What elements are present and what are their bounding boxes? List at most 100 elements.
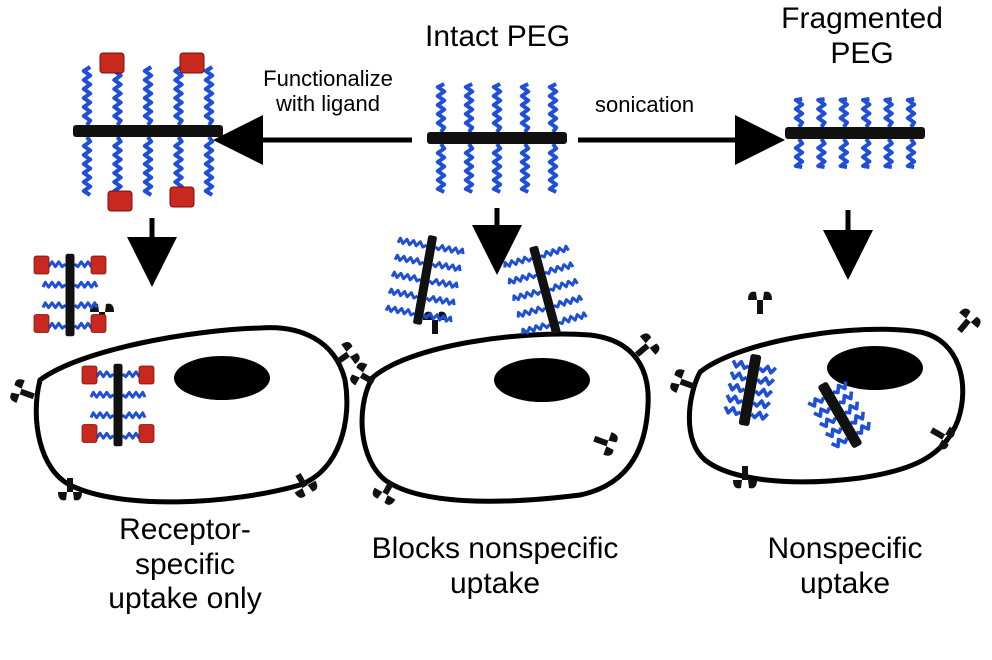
peg-chain bbox=[816, 137, 827, 169]
peg-chain bbox=[838, 137, 849, 169]
center-caption-line2: uptake bbox=[449, 566, 541, 600]
ligand bbox=[90, 255, 107, 275]
peg-chain bbox=[393, 253, 425, 266]
peg-chain bbox=[73, 301, 99, 310]
ligand bbox=[107, 190, 133, 212]
peg-chain bbox=[819, 416, 837, 429]
right-caption-line1: Nonspecific bbox=[767, 532, 923, 565]
peg-chain bbox=[727, 382, 746, 393]
receptor bbox=[335, 342, 360, 365]
center-caption: Blocks nonspecific uptake bbox=[345, 532, 645, 601]
ligand bbox=[33, 255, 50, 275]
peg-chain bbox=[434, 244, 465, 255]
peg-chain bbox=[173, 65, 184, 127]
peg-chain bbox=[793, 97, 805, 129]
peg-chain bbox=[422, 312, 453, 323]
peg-chain bbox=[387, 287, 419, 300]
left-caption-line2: specific bbox=[134, 547, 236, 581]
peg-chain bbox=[503, 255, 533, 268]
peg-chain bbox=[203, 135, 215, 197]
peg-chain bbox=[516, 305, 547, 318]
peg-chain bbox=[173, 135, 184, 197]
internalized-fragmented-nanotube bbox=[807, 381, 871, 449]
peg-chain bbox=[491, 82, 503, 134]
peg-chain bbox=[428, 278, 459, 289]
peg-chain bbox=[754, 387, 774, 398]
peg-chain bbox=[861, 137, 872, 169]
peg-chain bbox=[838, 97, 849, 129]
peg-chain bbox=[41, 301, 67, 310]
peg-chain bbox=[832, 381, 848, 395]
functionalize-label: Functionalize with ligand bbox=[238, 66, 418, 117]
nanotube-backbone bbox=[427, 132, 567, 144]
left-caption-line1: Receptor- bbox=[119, 513, 251, 546]
peg-chain bbox=[838, 391, 854, 405]
intact-peg-nanotube bbox=[427, 82, 567, 194]
blocked-peg-nanotube bbox=[503, 244, 588, 335]
receptor bbox=[593, 432, 618, 456]
peg-chain bbox=[519, 82, 531, 134]
peg-chain bbox=[435, 82, 447, 134]
peg-chain bbox=[557, 311, 588, 326]
peg-chain bbox=[512, 289, 542, 302]
peg-chain bbox=[905, 137, 917, 169]
peg-chain bbox=[81, 135, 93, 197]
peg-chain bbox=[548, 278, 579, 292]
peg-chain bbox=[112, 65, 123, 127]
peg-chain bbox=[723, 405, 742, 417]
peg-chain bbox=[883, 97, 894, 129]
nanotube-backbone bbox=[413, 235, 437, 325]
peg-chain bbox=[731, 359, 750, 370]
center-caption-line1: Blocks nonspecific bbox=[371, 532, 619, 565]
nanotube-backbone bbox=[785, 127, 925, 139]
peg-chain bbox=[390, 270, 422, 283]
peg-chain bbox=[539, 244, 570, 259]
peg-chain bbox=[807, 396, 826, 408]
peg-chain bbox=[89, 390, 115, 399]
peg-chain bbox=[41, 280, 67, 289]
functionalize-line1: Functionalize bbox=[263, 66, 393, 91]
peg-chain bbox=[507, 272, 538, 285]
internalized-functionalized-nanotube bbox=[81, 363, 155, 447]
peg-chain bbox=[824, 427, 843, 439]
peg-chain bbox=[121, 411, 147, 420]
receptor bbox=[733, 466, 757, 489]
nanotube-backbone bbox=[65, 253, 75, 337]
left-caption: Receptor- specific uptake only bbox=[60, 513, 310, 617]
peg-chain bbox=[142, 65, 154, 127]
peg-chain bbox=[431, 261, 462, 272]
sonication-label: sonication bbox=[595, 92, 695, 117]
fragmented-peg-line2: PEG bbox=[830, 36, 894, 70]
cell-membrane bbox=[686, 326, 966, 485]
right-caption-line2: uptake bbox=[799, 566, 891, 600]
peg-chain bbox=[844, 401, 860, 415]
receptor bbox=[372, 480, 396, 505]
peg-chain bbox=[425, 295, 456, 306]
receptor bbox=[58, 478, 82, 501]
ligand bbox=[138, 365, 155, 385]
peg-chain bbox=[905, 97, 917, 129]
peg-chain bbox=[553, 294, 584, 309]
peg-chain bbox=[816, 97, 827, 129]
peg-chain bbox=[830, 437, 849, 449]
functionalize-line2: with ligand bbox=[276, 91, 380, 117]
peg-chain bbox=[547, 82, 559, 134]
intact-peg-label: Intact PEG bbox=[425, 20, 571, 53]
ligand bbox=[81, 424, 98, 443]
peg-chain bbox=[81, 65, 93, 127]
peg-chain bbox=[435, 142, 447, 194]
fragmented-peg-nanotube bbox=[785, 97, 925, 169]
ligand bbox=[179, 52, 205, 74]
blocked-peg-nanotube bbox=[384, 235, 465, 325]
peg-chain bbox=[521, 322, 551, 335]
left-caption-line3: uptake only bbox=[108, 582, 262, 615]
receptor bbox=[957, 308, 981, 333]
internalized-fragmented-nanotube bbox=[723, 354, 778, 426]
peg-chain bbox=[396, 236, 428, 249]
peg-chain bbox=[384, 304, 416, 317]
receptor bbox=[350, 362, 375, 386]
nanotube-backbone bbox=[113, 363, 123, 447]
peg-chain bbox=[861, 97, 872, 129]
peg-chain bbox=[749, 410, 769, 421]
